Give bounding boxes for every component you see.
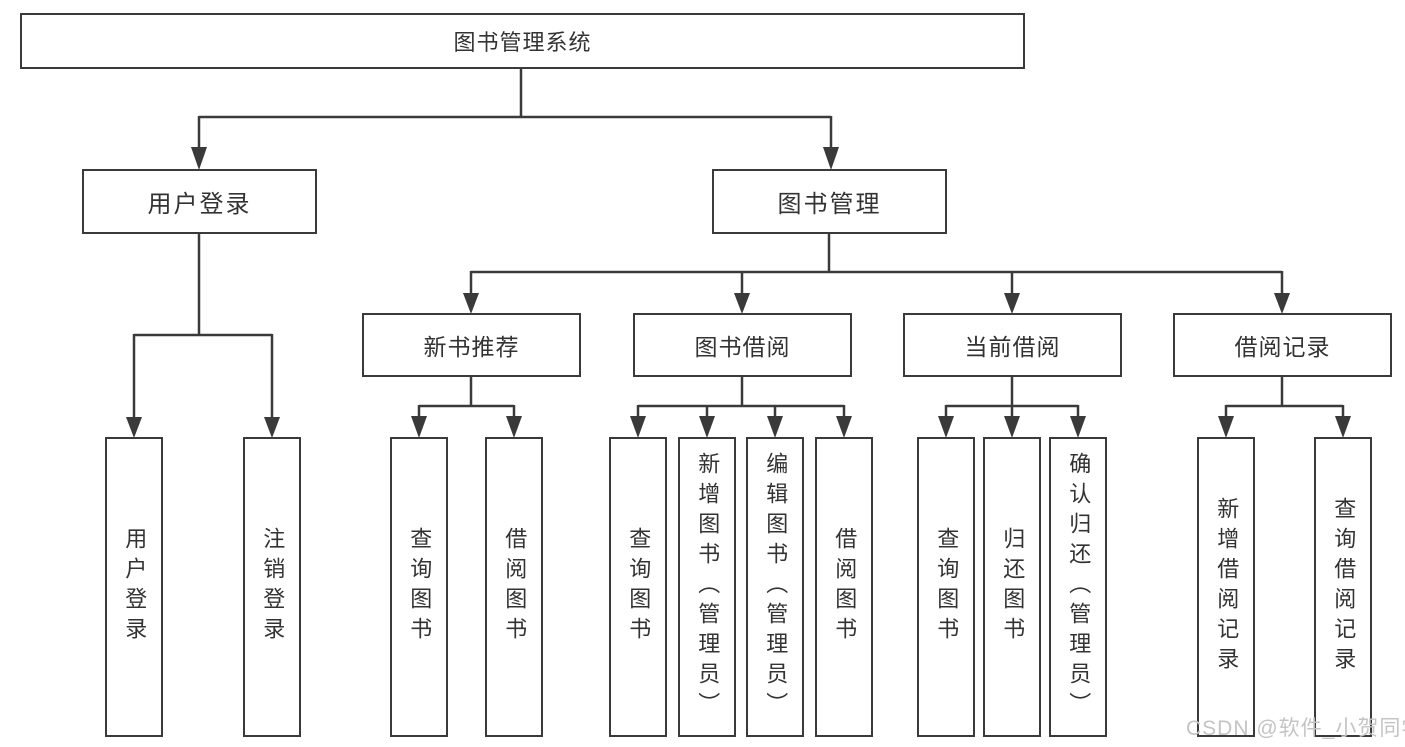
arrow-down-icon: [699, 416, 715, 438]
leaf-current-confirm-label: 确认归还（管理员）: [1066, 452, 1092, 722]
leaf-current-query: 查询图书: [917, 437, 975, 737]
wire-new-book-recommend-children: [411, 377, 522, 438]
arrow-down-icon: [1218, 416, 1234, 438]
arrow-down-icon: [506, 416, 522, 438]
leaf-user-login: 用户登录: [105, 437, 163, 737]
leaf-borrow-edit-label: 编辑图书（管理员）: [763, 452, 789, 722]
leaf-logout: 注销登录: [243, 437, 301, 737]
node-new-book-recommend: 新书推荐: [362, 313, 581, 377]
arrow-down-icon: [1070, 416, 1086, 438]
leaf-current-query-label: 查询图书: [934, 527, 960, 647]
leaf-records-add: 新增借阅记录: [1197, 437, 1255, 737]
node-book-borrow-label: 图书借阅: [694, 334, 791, 360]
arrow-down-icon: [1004, 293, 1020, 314]
wire-book-management-children: [463, 234, 1290, 314]
leaf-newbooks-query-label: 查询图书: [407, 527, 433, 647]
arrow-down-icon: [463, 293, 479, 314]
wire-root-to-level2: [191, 69, 839, 170]
wire-borrow-records-children: [1218, 377, 1351, 438]
wire-user-login-children: [126, 234, 280, 438]
node-borrow-records-label: 借阅记录: [1234, 334, 1331, 360]
arrow-down-icon: [126, 417, 142, 438]
leaf-current-confirm: 确认归还（管理员）: [1049, 437, 1107, 737]
arrow-down-icon: [938, 416, 954, 438]
leaf-current-return: 归还图书: [983, 437, 1041, 737]
leaf-borrow-borrow: 借阅图书: [815, 437, 873, 737]
node-current-borrow: 当前借阅: [903, 313, 1122, 377]
node-user-login-label: 用户登录: [147, 191, 252, 218]
arrow-down-icon: [823, 147, 839, 170]
arrow-down-icon: [1335, 416, 1351, 438]
leaf-logout-label: 注销登录: [260, 527, 286, 647]
node-new-book-recommend-label: 新书推荐: [423, 334, 520, 360]
arrow-down-icon: [630, 416, 646, 438]
arrow-down-icon: [411, 416, 427, 438]
leaf-newbooks-borrow-label: 借阅图书: [502, 527, 528, 647]
wire-current-borrow-children: [938, 377, 1086, 438]
leaf-records-add-label: 新增借阅记录: [1214, 497, 1240, 677]
leaf-records-query-label: 查询借阅记录: [1331, 497, 1357, 677]
leaf-current-return-label: 归还图书: [1000, 527, 1026, 647]
leaf-borrow-borrow-label: 借阅图书: [832, 527, 858, 647]
arrow-down-icon: [264, 417, 280, 438]
node-root-label: 图书管理系统: [453, 30, 592, 55]
leaf-newbooks-borrow: 借阅图书: [485, 437, 543, 737]
leaf-borrow-add: 新增图书（管理员）: [678, 437, 736, 737]
node-book-management: 图书管理: [712, 169, 947, 234]
leaf-user-login-label: 用户登录: [122, 527, 148, 647]
leaf-borrow-edit: 编辑图书（管理员）: [746, 437, 804, 737]
node-borrow-records: 借阅记录: [1173, 313, 1392, 377]
leaf-borrow-query-label: 查询图书: [626, 527, 652, 647]
arrow-down-icon: [1004, 416, 1020, 438]
arrow-down-icon: [836, 416, 852, 438]
node-current-borrow-label: 当前借阅: [964, 334, 1061, 360]
node-book-management-label: 图书管理: [777, 191, 882, 218]
wire-book-borrow-children: [630, 377, 852, 438]
arrow-down-icon: [191, 147, 207, 170]
arrow-down-icon: [1274, 293, 1290, 314]
node-book-borrow: 图书借阅: [633, 313, 852, 377]
watermark: CSDN @软件_小贺同学: [1186, 717, 1405, 740]
node-root: 图书管理系统: [20, 13, 1025, 69]
leaf-borrow-query: 查询图书: [609, 437, 667, 737]
leaf-borrow-add-label: 新增图书（管理员）: [695, 452, 721, 722]
node-user-login: 用户登录: [82, 169, 317, 234]
arrow-down-icon: [734, 293, 750, 314]
arrow-down-icon: [767, 416, 783, 438]
leaf-records-query: 查询借阅记录: [1314, 437, 1372, 737]
leaf-newbooks-query: 查询图书: [390, 437, 448, 737]
